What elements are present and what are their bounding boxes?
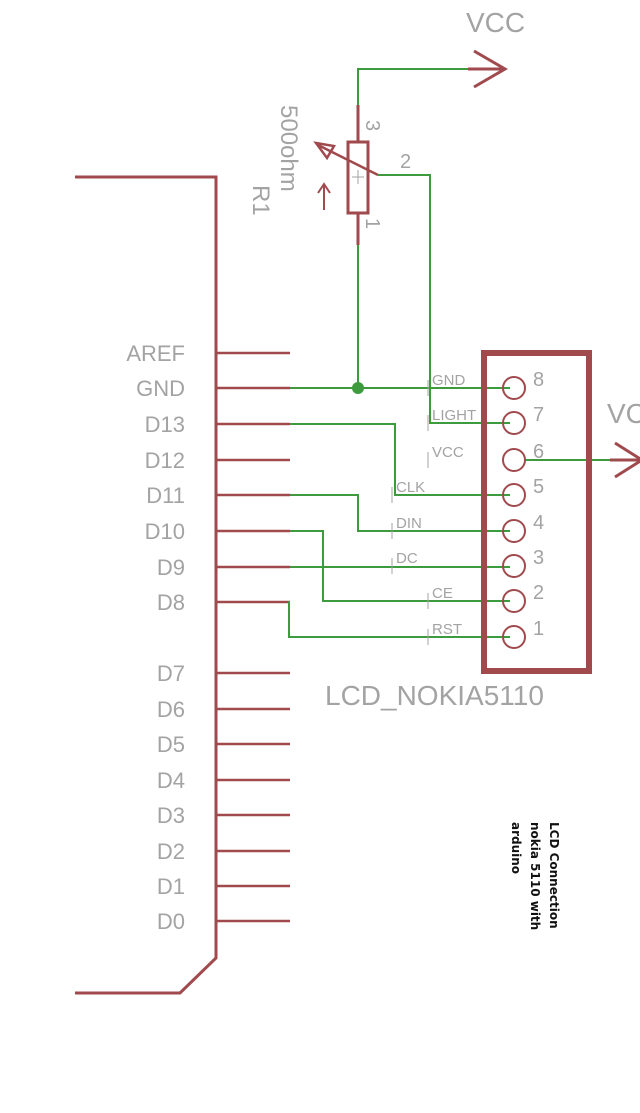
pin-circle — [502, 448, 526, 472]
pin-number: 6 — [533, 441, 544, 463]
lcd-pin-dc: 3 DC — [391, 547, 544, 578]
note: LCD Connection nokia 5110 with arduino — [509, 822, 561, 930]
pin-circle — [502, 519, 526, 543]
pin-number: 2 — [533, 582, 544, 604]
pot-name: R1 — [247, 185, 274, 216]
pin-label: D8 — [157, 590, 185, 615]
note-line: nokia 5110 with — [528, 822, 542, 930]
junction-dot — [352, 382, 364, 394]
pin-label: D4 — [157, 768, 185, 793]
pin-name: CE — [432, 585, 453, 602]
pin-label: D2 — [157, 839, 185, 864]
pin-label: D0 — [157, 909, 185, 934]
lcd-pin-light: 7 LIGHT — [427, 404, 544, 435]
pin-label: D3 — [157, 803, 185, 828]
pin-name: RST — [432, 621, 462, 638]
arduino-pin-d7: D7 — [157, 661, 290, 686]
pin-name: DC — [396, 550, 418, 567]
pin-number: 5 — [533, 476, 544, 498]
vcc-top-label: VCC — [466, 7, 525, 38]
pin-label: AREF — [126, 341, 185, 366]
lcd-name: LCD_NOKIA5110 — [325, 680, 544, 711]
pin-number: 7 — [533, 404, 544, 426]
pin-label: D11 — [146, 483, 185, 508]
lcd-pin-gnd: 8 GND — [427, 369, 544, 400]
wires: VC — [288, 174, 640, 638]
arduino-pin-d4: D4 — [157, 768, 290, 793]
arduino-pin-d2: D2 — [157, 839, 290, 864]
lcd-pin-clk: 5 CLK — [391, 476, 544, 507]
pin-label: D5 — [157, 732, 185, 757]
pin-circle — [502, 589, 526, 613]
pin-number: 1 — [533, 618, 544, 640]
pin-label: D12 — [145, 448, 185, 473]
pin-name: CLK — [396, 479, 425, 496]
pot-value: 500ohm — [275, 105, 302, 192]
pot-pin2: 2 — [400, 151, 411, 173]
pin-number: 8 — [533, 369, 544, 391]
pin-name: GND — [432, 372, 466, 389]
pin-circle — [502, 625, 526, 649]
note-line: arduino — [509, 822, 523, 874]
pin-label: D1 — [157, 874, 185, 899]
lcd-connector — [481, 350, 592, 674]
arduino-pin-d12: D12 — [145, 448, 290, 473]
vcc-supply-top: VCC — [357, 7, 525, 105]
pin-label: GND — [136, 376, 185, 401]
pin-name: VCC — [432, 444, 464, 461]
pin-number: 4 — [533, 512, 544, 534]
pin-label: D6 — [157, 697, 185, 722]
pot-pin1: 1 — [361, 218, 383, 229]
pin-label: D7 — [157, 661, 185, 686]
lcd-pin-ce: 2 CE — [427, 582, 544, 613]
arduino-pin-d11: D11 — [146, 483, 290, 508]
lcd-pin-vcc: 6 VCC — [427, 441, 544, 472]
pin-circle — [502, 554, 526, 578]
arduino-pin-d6: D6 — [157, 697, 290, 722]
pin-label: D10 — [145, 519, 185, 544]
pin-number: 3 — [533, 547, 544, 569]
arduino-outline — [75, 175, 218, 995]
pin-label: D9 — [157, 555, 185, 580]
pin-circle — [502, 376, 526, 400]
arduino-pin-gnd: GND — [136, 376, 290, 401]
arduino-pin-d8: D8 — [157, 590, 290, 615]
pot-pin3: 3 — [361, 120, 383, 131]
note-line: LCD Connection — [547, 822, 561, 929]
pin-name: LIGHT — [432, 407, 476, 424]
arduino-pin-aref: AREF — [126, 341, 290, 366]
arduino-pin-d9: D9 — [157, 555, 290, 580]
arduino-pin-d1: D1 — [157, 874, 290, 899]
pin-name: DIN — [396, 515, 422, 532]
pin-circle — [502, 411, 526, 435]
lcd-pin-din: 4 DIN — [391, 512, 544, 543]
vcc-right-label: VC — [607, 398, 640, 429]
potentiometer-r1: 500ohm R1 3 1 2 — [247, 105, 411, 245]
lcd-pin-rst: 1 RST — [427, 618, 544, 649]
arduino-pin-d10: D10 — [145, 519, 290, 544]
arduino-pin-d5: D5 — [157, 732, 290, 757]
arduino-pin-d0: D0 — [157, 909, 290, 934]
pin-circle — [502, 483, 526, 507]
arduino-pin-d3: D3 — [157, 803, 290, 828]
pin-label: D13 — [145, 412, 185, 437]
arduino-pin-d13: D13 — [145, 412, 290, 437]
